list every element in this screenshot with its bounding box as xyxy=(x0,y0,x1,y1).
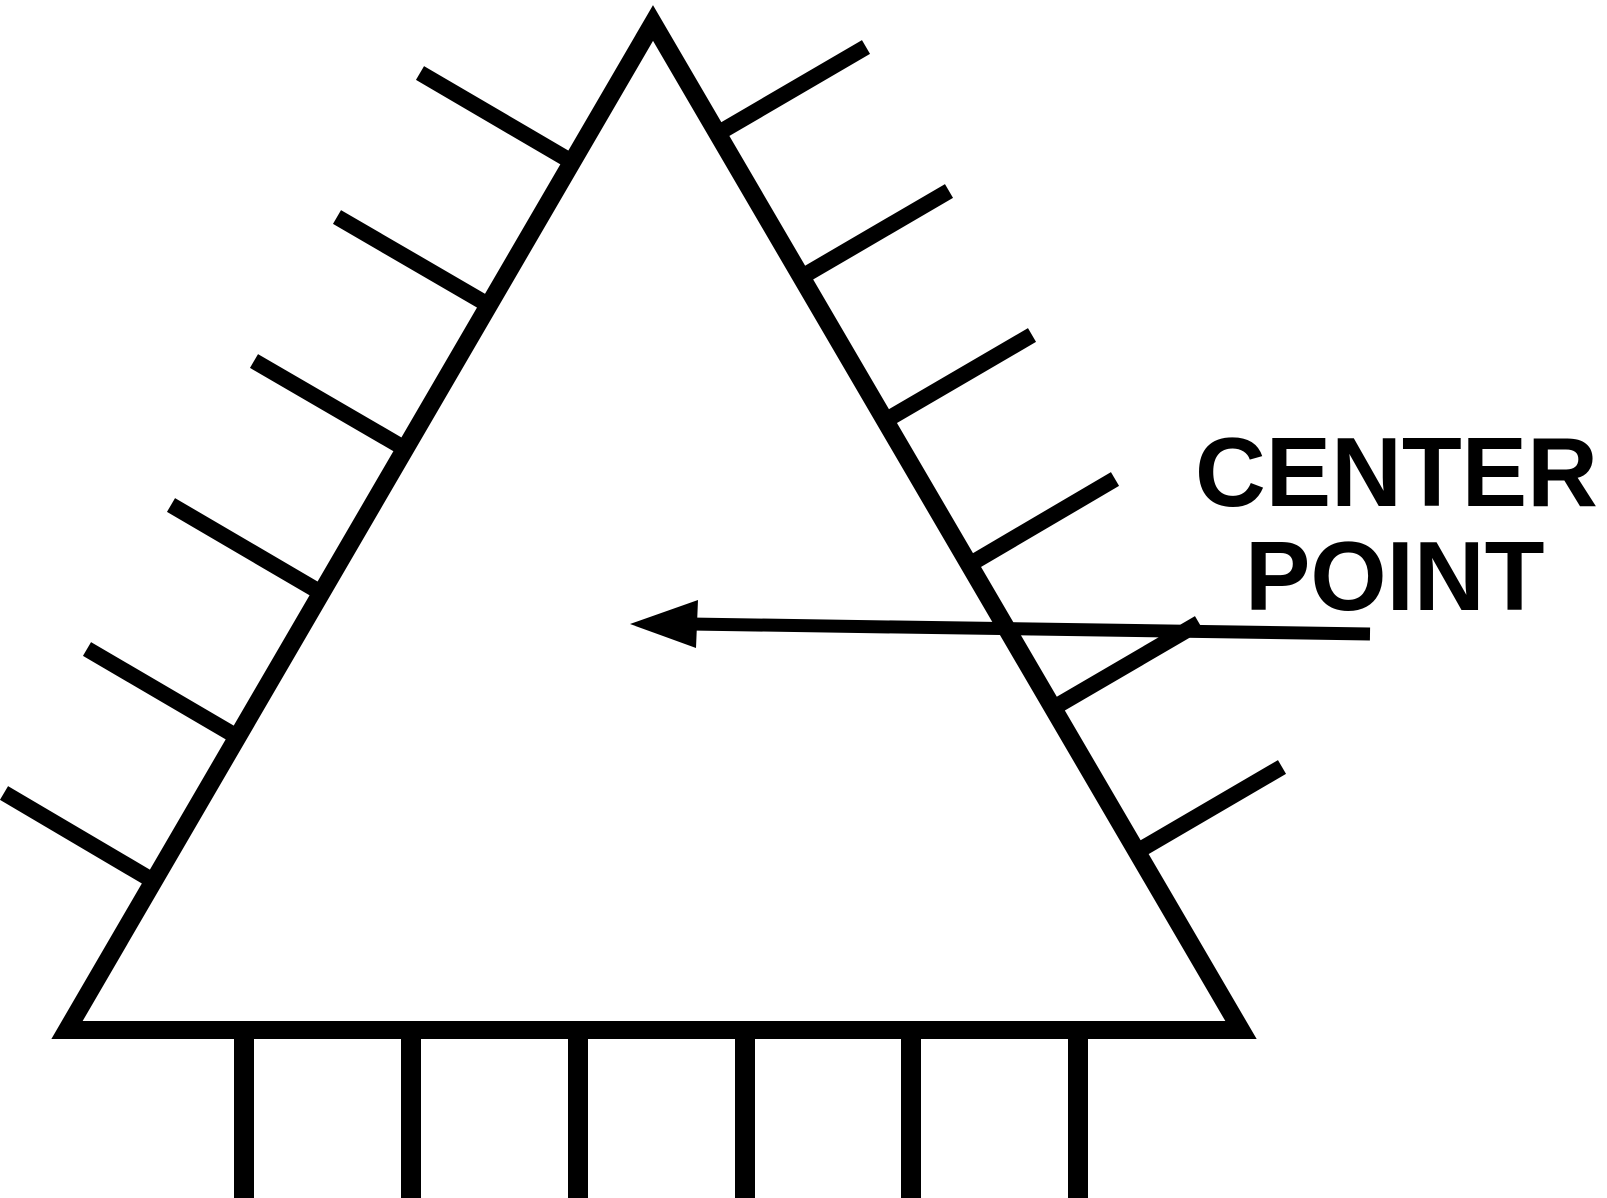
label-center: CENTER xyxy=(1195,417,1598,527)
triangle-outline xyxy=(51,5,1257,1039)
right-tick-3 xyxy=(883,328,1037,426)
right-tick-4 xyxy=(967,472,1120,570)
leader-arrowhead xyxy=(630,600,698,648)
right-side-ticks xyxy=(717,40,1287,858)
left-tick-6 xyxy=(0,786,155,886)
left-side-ticks xyxy=(0,66,572,886)
label-point: POINT xyxy=(1245,521,1544,631)
right-tick-1 xyxy=(717,40,871,138)
left-tick-4 xyxy=(166,498,323,598)
leader-arrow-shaft xyxy=(689,617,1371,641)
left-tick-5 xyxy=(82,642,239,742)
right-tick-2 xyxy=(800,184,954,282)
left-tick-2 xyxy=(332,210,490,310)
left-tick-3 xyxy=(249,354,407,454)
bottom-ticks xyxy=(234,1038,1088,1198)
right-tick-6 xyxy=(1133,760,1287,858)
left-tick-1 xyxy=(415,66,572,166)
